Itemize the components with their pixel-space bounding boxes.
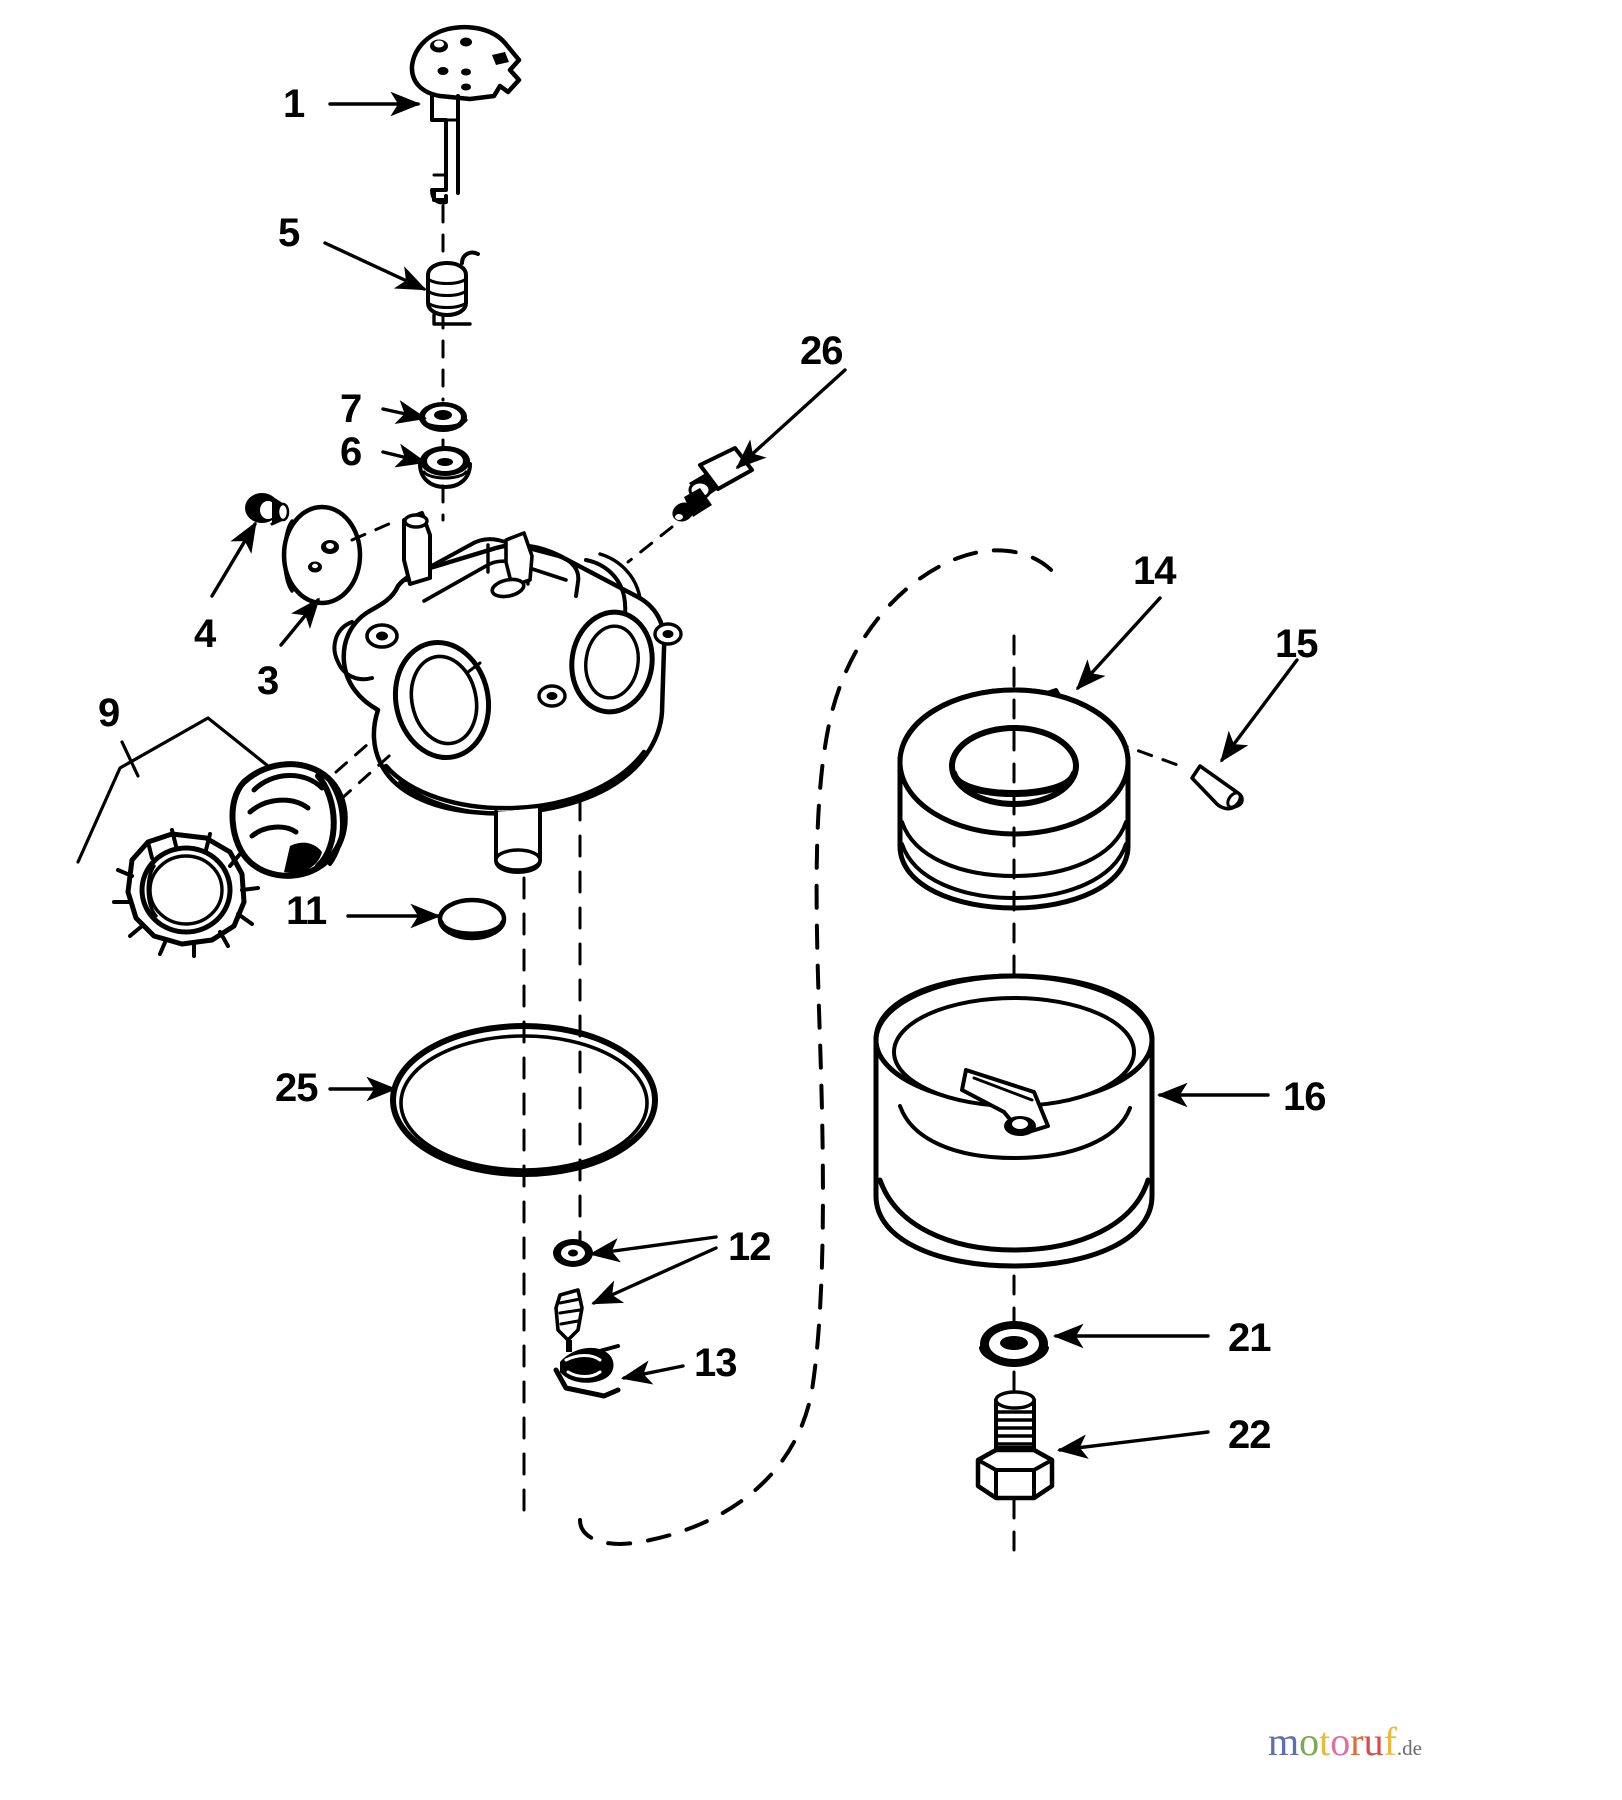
watermark-letter-r: r <box>1350 1719 1364 1764</box>
part-main-carburetor-body <box>332 511 683 874</box>
callout-3: 3 <box>257 659 279 703</box>
leader-7 <box>381 400 427 425</box>
callout-4: 4 <box>194 612 216 656</box>
callout-7: 7 <box>340 387 362 431</box>
callout-14: 14 <box>1133 549 1176 593</box>
leader-6 <box>381 443 427 468</box>
watermark-tld: .de <box>1396 1736 1422 1760</box>
part-5-clip <box>426 250 480 326</box>
watermark-letter-m: m <box>1268 1719 1300 1764</box>
part-22-retaining-nut <box>975 1390 1055 1501</box>
part-1-throttle-lever-shaft <box>409 24 522 205</box>
watermark-letter-o1: o <box>1299 1719 1320 1764</box>
leader-15 <box>1220 658 1299 763</box>
part-12a-seat-washer <box>553 1239 593 1267</box>
leader-5 <box>323 241 427 291</box>
callout-21: 21 <box>1228 1316 1271 1360</box>
assembly-line-26 <box>626 525 674 564</box>
part-9a-primer-bulb <box>229 761 348 879</box>
part-26-inlet-fitting <box>672 446 754 522</box>
callout-15: 15 <box>1275 622 1318 666</box>
part-12b-inlet-needle <box>554 1288 584 1352</box>
callout-22: 22 <box>1228 1413 1271 1457</box>
motoruf-watermark: motoruf.de <box>1268 1722 1422 1762</box>
callout-26: 26 <box>800 329 843 373</box>
assembly-line-9 <box>334 742 400 802</box>
callout-9: 9 <box>98 691 120 735</box>
callout-25: 25 <box>275 1066 318 1110</box>
callout-16: 16 <box>1283 1075 1326 1119</box>
callout-6: 6 <box>340 430 362 474</box>
part-9-bracket <box>76 716 300 864</box>
leader-13 <box>621 1360 685 1385</box>
leader-26 <box>735 368 847 470</box>
part-4-mixture-screw <box>245 493 290 526</box>
watermark-letter-o2: o <box>1330 1719 1351 1764</box>
part-9b-bulb-retainer <box>112 828 260 958</box>
part-16-float-bowl <box>873 973 1155 1269</box>
part-13-needle-clip <box>553 1344 621 1399</box>
leader-12 <box>588 1235 718 1305</box>
part-7-washer <box>419 402 468 432</box>
part-6-seal-washer <box>418 446 472 489</box>
leader-22 <box>1056 1430 1210 1459</box>
assembly-loop-right <box>578 548 1062 1546</box>
callout-11: 11 <box>286 889 327 933</box>
callout-5: 5 <box>278 211 300 255</box>
watermark-letter-t: t <box>1319 1719 1331 1764</box>
leader-14 <box>1075 596 1162 691</box>
assembly-line-3 <box>350 518 400 542</box>
callout-1: 1 <box>283 82 305 126</box>
part-3-choke-plate <box>281 504 363 606</box>
part-15-hinge-pin <box>1190 764 1244 811</box>
part-11-welch-plug <box>437 897 507 941</box>
leader-3 <box>279 597 320 647</box>
leader-4 <box>210 521 257 598</box>
callout-13: 13 <box>694 1341 737 1385</box>
watermark-letter-f: f <box>1383 1719 1397 1764</box>
watermark-letter-u: u <box>1363 1719 1384 1764</box>
part-21-nut-gasket <box>979 1321 1049 1367</box>
callout-12: 12 <box>728 1225 771 1269</box>
